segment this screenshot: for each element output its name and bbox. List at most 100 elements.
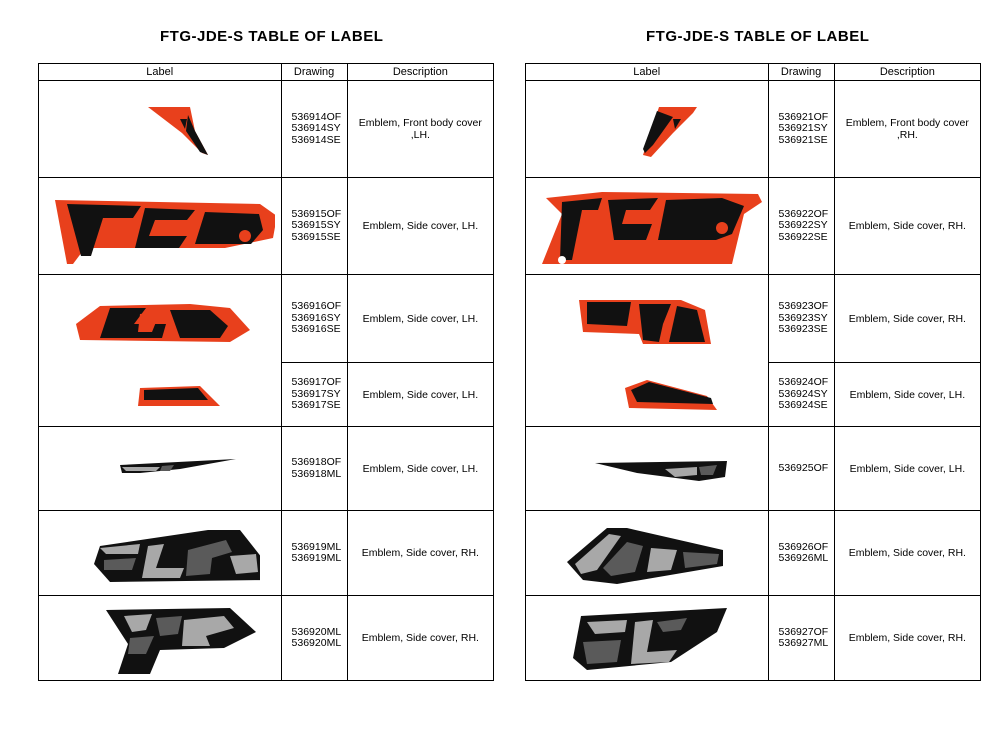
table-row: 536918OF 536918ML Emblem, Side cover, LH… <box>38 426 495 511</box>
front-body-cover-lh-emblem-icon <box>147 107 208 155</box>
header-description: Description <box>346 63 495 81</box>
table-row: 536919ML 536919ML Emblem, Side cover, RH… <box>38 510 495 596</box>
drawing-cell: 536927OF 536927ML <box>767 595 835 681</box>
label-image-cell <box>525 274 769 363</box>
drawing-number: 536923SE <box>778 323 828 336</box>
drawing-number: 536924SE <box>778 399 828 412</box>
description-cell: Emblem, Side cover, RH. <box>833 595 982 681</box>
side-cover-rh-grey-emblem-icon <box>566 528 723 584</box>
label-image-cell <box>38 177 282 275</box>
description-cell: Emblem, Side cover, LH. <box>833 426 982 511</box>
drawing-cell: 536915OF 536915SY 536915SE <box>280 177 348 275</box>
side-cover-lh-emblem-icon <box>54 200 275 264</box>
table-header-row: Label Drawing Description <box>525 63 982 81</box>
page-title-right: FTG-JDE-S TABLE OF LABEL <box>646 28 870 45</box>
description-cell: Emblem, Side cover, LH. <box>346 426 495 511</box>
drawing-number: 536923OF <box>778 300 829 313</box>
label-image-cell <box>525 595 769 681</box>
side-cover-rh-grey-emblem-icon <box>572 608 727 670</box>
drawing-cell: 536919ML 536919ML <box>280 510 348 596</box>
drawing-number: 536915OF <box>291 207 342 220</box>
label-image-cell <box>525 177 769 275</box>
drawing-number: 536926ML <box>778 552 829 564</box>
side-cover-lh-emblem-icon <box>75 303 250 342</box>
table-row: 536925OF Emblem, Side cover, LH. <box>525 426 982 511</box>
drawing-number: 536924SY <box>778 387 828 400</box>
table-row: 536915OF 536915SY 536915SE Emblem, Side … <box>38 177 495 275</box>
label-image-cell <box>525 80 769 178</box>
drawing-number: 536915SE <box>291 230 341 243</box>
description-cell: Emblem, Side cover, RH. <box>346 595 495 681</box>
description-cell: Emblem, Front body cover ,LH. <box>346 80 495 178</box>
drawing-number: 536914SY <box>291 122 341 135</box>
drawing-cell: 536923OF 536923SY 536923SE <box>767 274 835 363</box>
header-description: Description <box>833 63 982 81</box>
drawing-number: 536927ML <box>778 637 829 649</box>
drawing-number: 536920ML <box>291 637 342 649</box>
drawing-cell: 536920ML 536920ML <box>280 595 348 681</box>
drawing-number: 536923SY <box>778 311 828 324</box>
drawing-number: 536925OF <box>778 461 829 474</box>
drawing-number: 536914SE <box>291 133 341 146</box>
drawing-number: 536921OF <box>778 110 829 123</box>
drawing-number: 536915SY <box>291 219 341 232</box>
drawing-cell: 536925OF <box>767 426 835 511</box>
table-row: 536914OF 536914SY 536914SE Emblem, Front… <box>38 80 495 178</box>
side-cover-rh-grey-emblem-icon <box>93 530 260 582</box>
drawing-cell: 536918OF 536918ML <box>280 426 348 511</box>
label-image-cell <box>38 595 282 681</box>
table-header-row: Label Drawing Description <box>38 63 495 81</box>
table-row: 536917OF 536917SY 536917SE Emblem, Side … <box>38 362 495 427</box>
table-row: 536926OF 536926ML Emblem, Side cover, RH… <box>525 510 982 596</box>
table-row: 536916OF 536916SY 536916SE Emblem, Side … <box>38 274 495 363</box>
table-row: 536923OF 536923SY 536923SE Emblem, Side … <box>525 274 982 363</box>
drawing-number: 536916OF <box>291 300 342 313</box>
label-image-cell <box>38 510 282 596</box>
table-row: 536922OF 536922SY 536922SE Emblem, Side … <box>525 177 982 275</box>
drawing-number: 536918ML <box>291 467 342 480</box>
description-cell: Emblem, Front body cover ,RH. <box>833 80 982 178</box>
drawing-cell: 536917OF 536917SY 536917SE <box>280 362 348 427</box>
drawing-number: 536916SY <box>291 311 341 324</box>
table-row: 536921OF 536921SY 536921SE Emblem, Front… <box>525 80 982 178</box>
drawing-number: 536921SE <box>778 133 828 146</box>
label-table-left: Label Drawing Description 536914OF 53691… <box>38 63 495 681</box>
description-cell: Emblem, Side cover, LH. <box>833 362 982 427</box>
side-cover-rh-emblem-icon <box>578 299 711 344</box>
drawing-number: 536919ML <box>291 552 342 564</box>
table-row: 536924OF 536924SY 536924SE Emblem, Side … <box>525 362 982 427</box>
label-image-cell <box>525 426 769 511</box>
front-body-cover-rh-emblem-icon <box>642 107 697 157</box>
drawing-number: 536918OF <box>291 456 342 468</box>
drawing-number: 536917SY <box>291 387 341 400</box>
drawing-number: 536922SY <box>778 219 828 232</box>
side-cover-rh-grey-emblem-icon <box>105 608 256 674</box>
header-drawing: Drawing <box>767 63 835 81</box>
label-image-cell <box>525 362 769 427</box>
drawing-number: 536922SE <box>778 230 828 243</box>
drawing-number: 536914OF <box>291 110 342 123</box>
side-cover-lh-stripe-icon <box>137 386 220 407</box>
label-image-cell <box>38 426 282 511</box>
description-cell: Emblem, Side cover, RH. <box>833 274 982 363</box>
drawing-cell: 536916OF 536916SY 536916SE <box>280 274 348 363</box>
drawing-number: 536924OF <box>778 376 829 389</box>
drawing-cell: 536924OF 536924SY 536924SE <box>767 362 835 427</box>
description-cell: Emblem, Side cover, LH. <box>346 177 495 275</box>
drawing-number: 536926OF <box>778 540 829 553</box>
drawing-number: 536922OF <box>778 207 829 220</box>
drawing-number: 536917SE <box>291 399 341 412</box>
page-title-left: FTG-JDE-S TABLE OF LABEL <box>160 28 384 45</box>
side-cover-lh-black-stripe-icon <box>594 460 727 481</box>
drawing-number: 536920ML <box>291 625 342 638</box>
side-cover-rh-emblem-icon <box>541 192 762 264</box>
side-cover-lh-black-stripe-icon <box>119 458 236 473</box>
drawing-number: 536917OF <box>291 376 342 389</box>
description-cell: Emblem, Side cover, LH. <box>346 274 495 363</box>
label-image-cell <box>38 274 282 363</box>
drawing-number: 536916SE <box>291 323 341 336</box>
label-table-right: Label Drawing Description 536921OF 53692… <box>525 63 982 681</box>
drawing-cell: 536921OF 536921SY 536921SE <box>767 80 835 178</box>
drawing-cell: 536922OF 536922SY 536922SE <box>767 177 835 275</box>
description-cell: Emblem, Side cover, RH. <box>833 510 982 596</box>
